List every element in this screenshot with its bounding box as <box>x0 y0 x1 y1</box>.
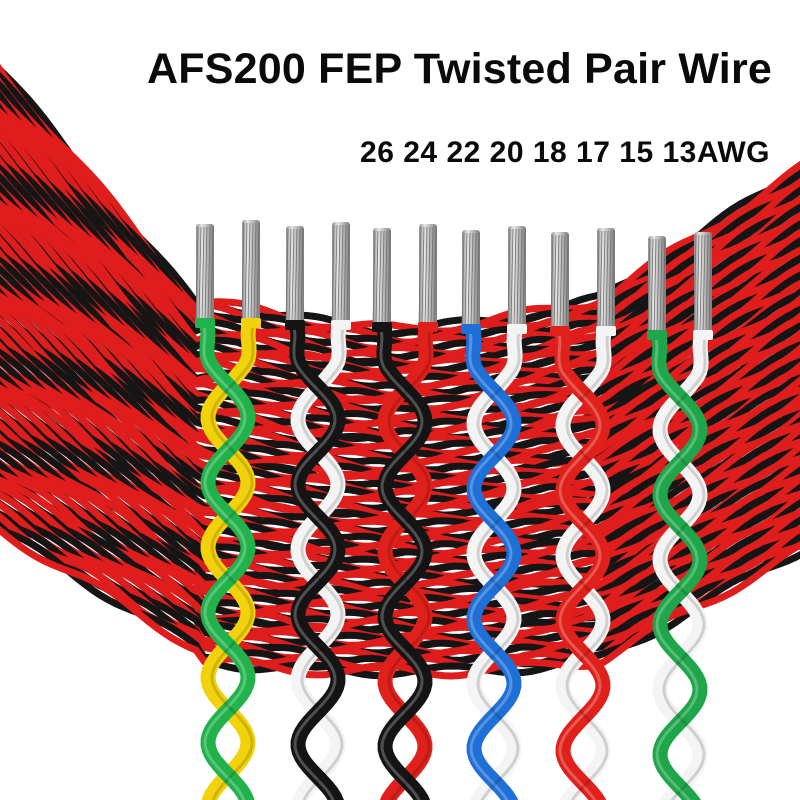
product-title: AFS200 FEP Twisted Pair Wire <box>147 45 772 93</box>
wire-strand <box>463 323 522 800</box>
wire-strand <box>374 321 433 800</box>
wire-pair-red-white <box>550 228 616 800</box>
bundle-strand-red <box>0 122 800 380</box>
bundle-strand-red <box>0 63 800 335</box>
bundle-strand-black <box>0 525 800 680</box>
wire-strand <box>466 323 525 800</box>
wire-pair-green-yellow <box>195 220 261 800</box>
wire-strand <box>649 329 708 800</box>
gauge-list: 26 24 22 20 18 17 15 13AWG <box>360 136 770 169</box>
wire-pair-black-white <box>285 222 351 800</box>
bundle-strand-black <box>0 472 800 641</box>
foreground-wire-pairs <box>195 220 713 800</box>
wire-strand <box>555 325 614 800</box>
wire-strand <box>287 319 346 800</box>
wire-strand <box>200 317 259 800</box>
wire-strand <box>652 329 711 800</box>
bundle-strand-red <box>0 525 800 680</box>
wire-pair-green-white <box>647 232 713 800</box>
wire-strand <box>290 319 349 800</box>
bundle-strand-black <box>0 172 800 419</box>
wire-pair-black-red <box>372 224 438 800</box>
bundle-strand-red <box>0 391 800 580</box>
bundle-strand-black <box>0 367 800 564</box>
wire-pair-blue-white <box>461 226 527 800</box>
wire-strand <box>552 325 611 800</box>
wire-strand <box>197 317 256 800</box>
wire-strand <box>377 321 436 800</box>
